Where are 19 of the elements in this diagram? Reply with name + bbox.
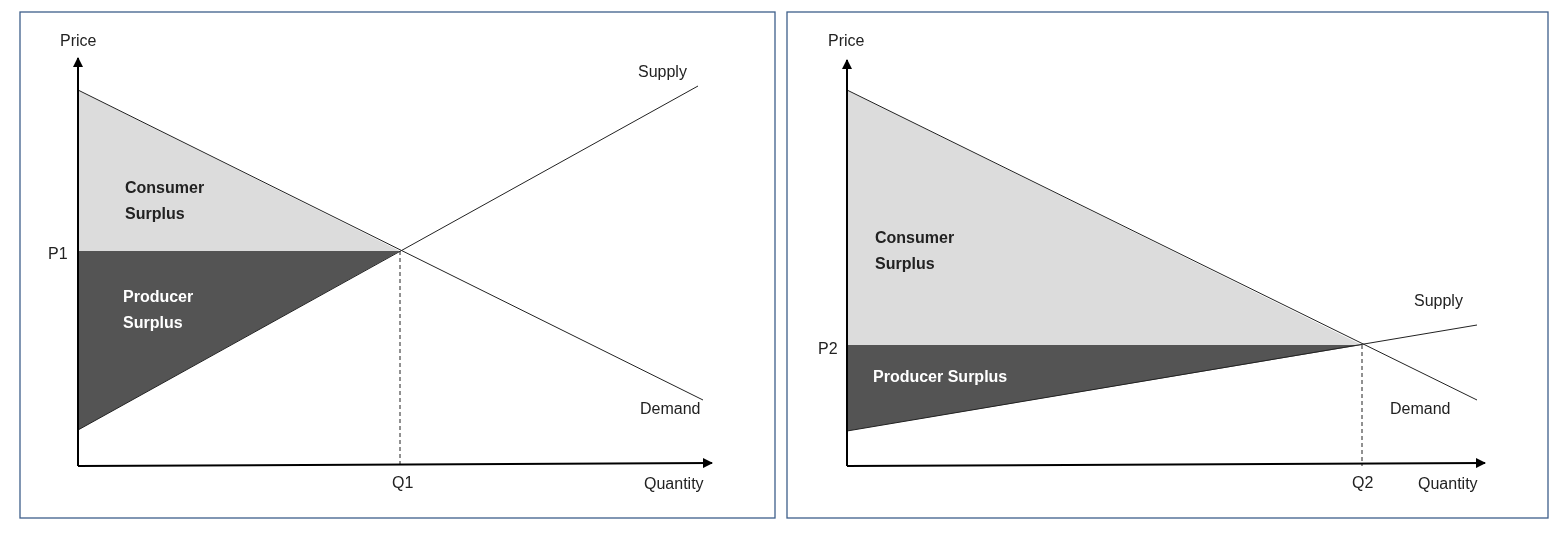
curve-label: Supply — [638, 63, 687, 81]
axis-title: Price — [828, 32, 865, 50]
quantity-label: Q1 — [392, 474, 414, 492]
area-label: Consumer Surplus — [125, 178, 206, 224]
area-label: Producer Surplus — [873, 367, 1009, 387]
axis-title: Quantity — [1418, 475, 1478, 493]
quantity-label: Q2 — [1352, 474, 1374, 492]
curve-label: Demand — [640, 400, 701, 418]
surplus-area — [847, 90, 1362, 345]
surplus-area — [78, 90, 400, 251]
price-label: P2 — [818, 340, 838, 358]
area-label: Producer Surplus — [123, 287, 195, 333]
curve-label: Demand — [1390, 400, 1451, 418]
axis-title: Price — [60, 32, 97, 50]
curve-label: Supply — [1414, 292, 1463, 310]
surplus-area — [78, 251, 400, 430]
price-label: P1 — [48, 245, 68, 263]
area-label: Consumer Surplus — [875, 228, 956, 274]
axis-title: Quantity — [644, 475, 704, 493]
